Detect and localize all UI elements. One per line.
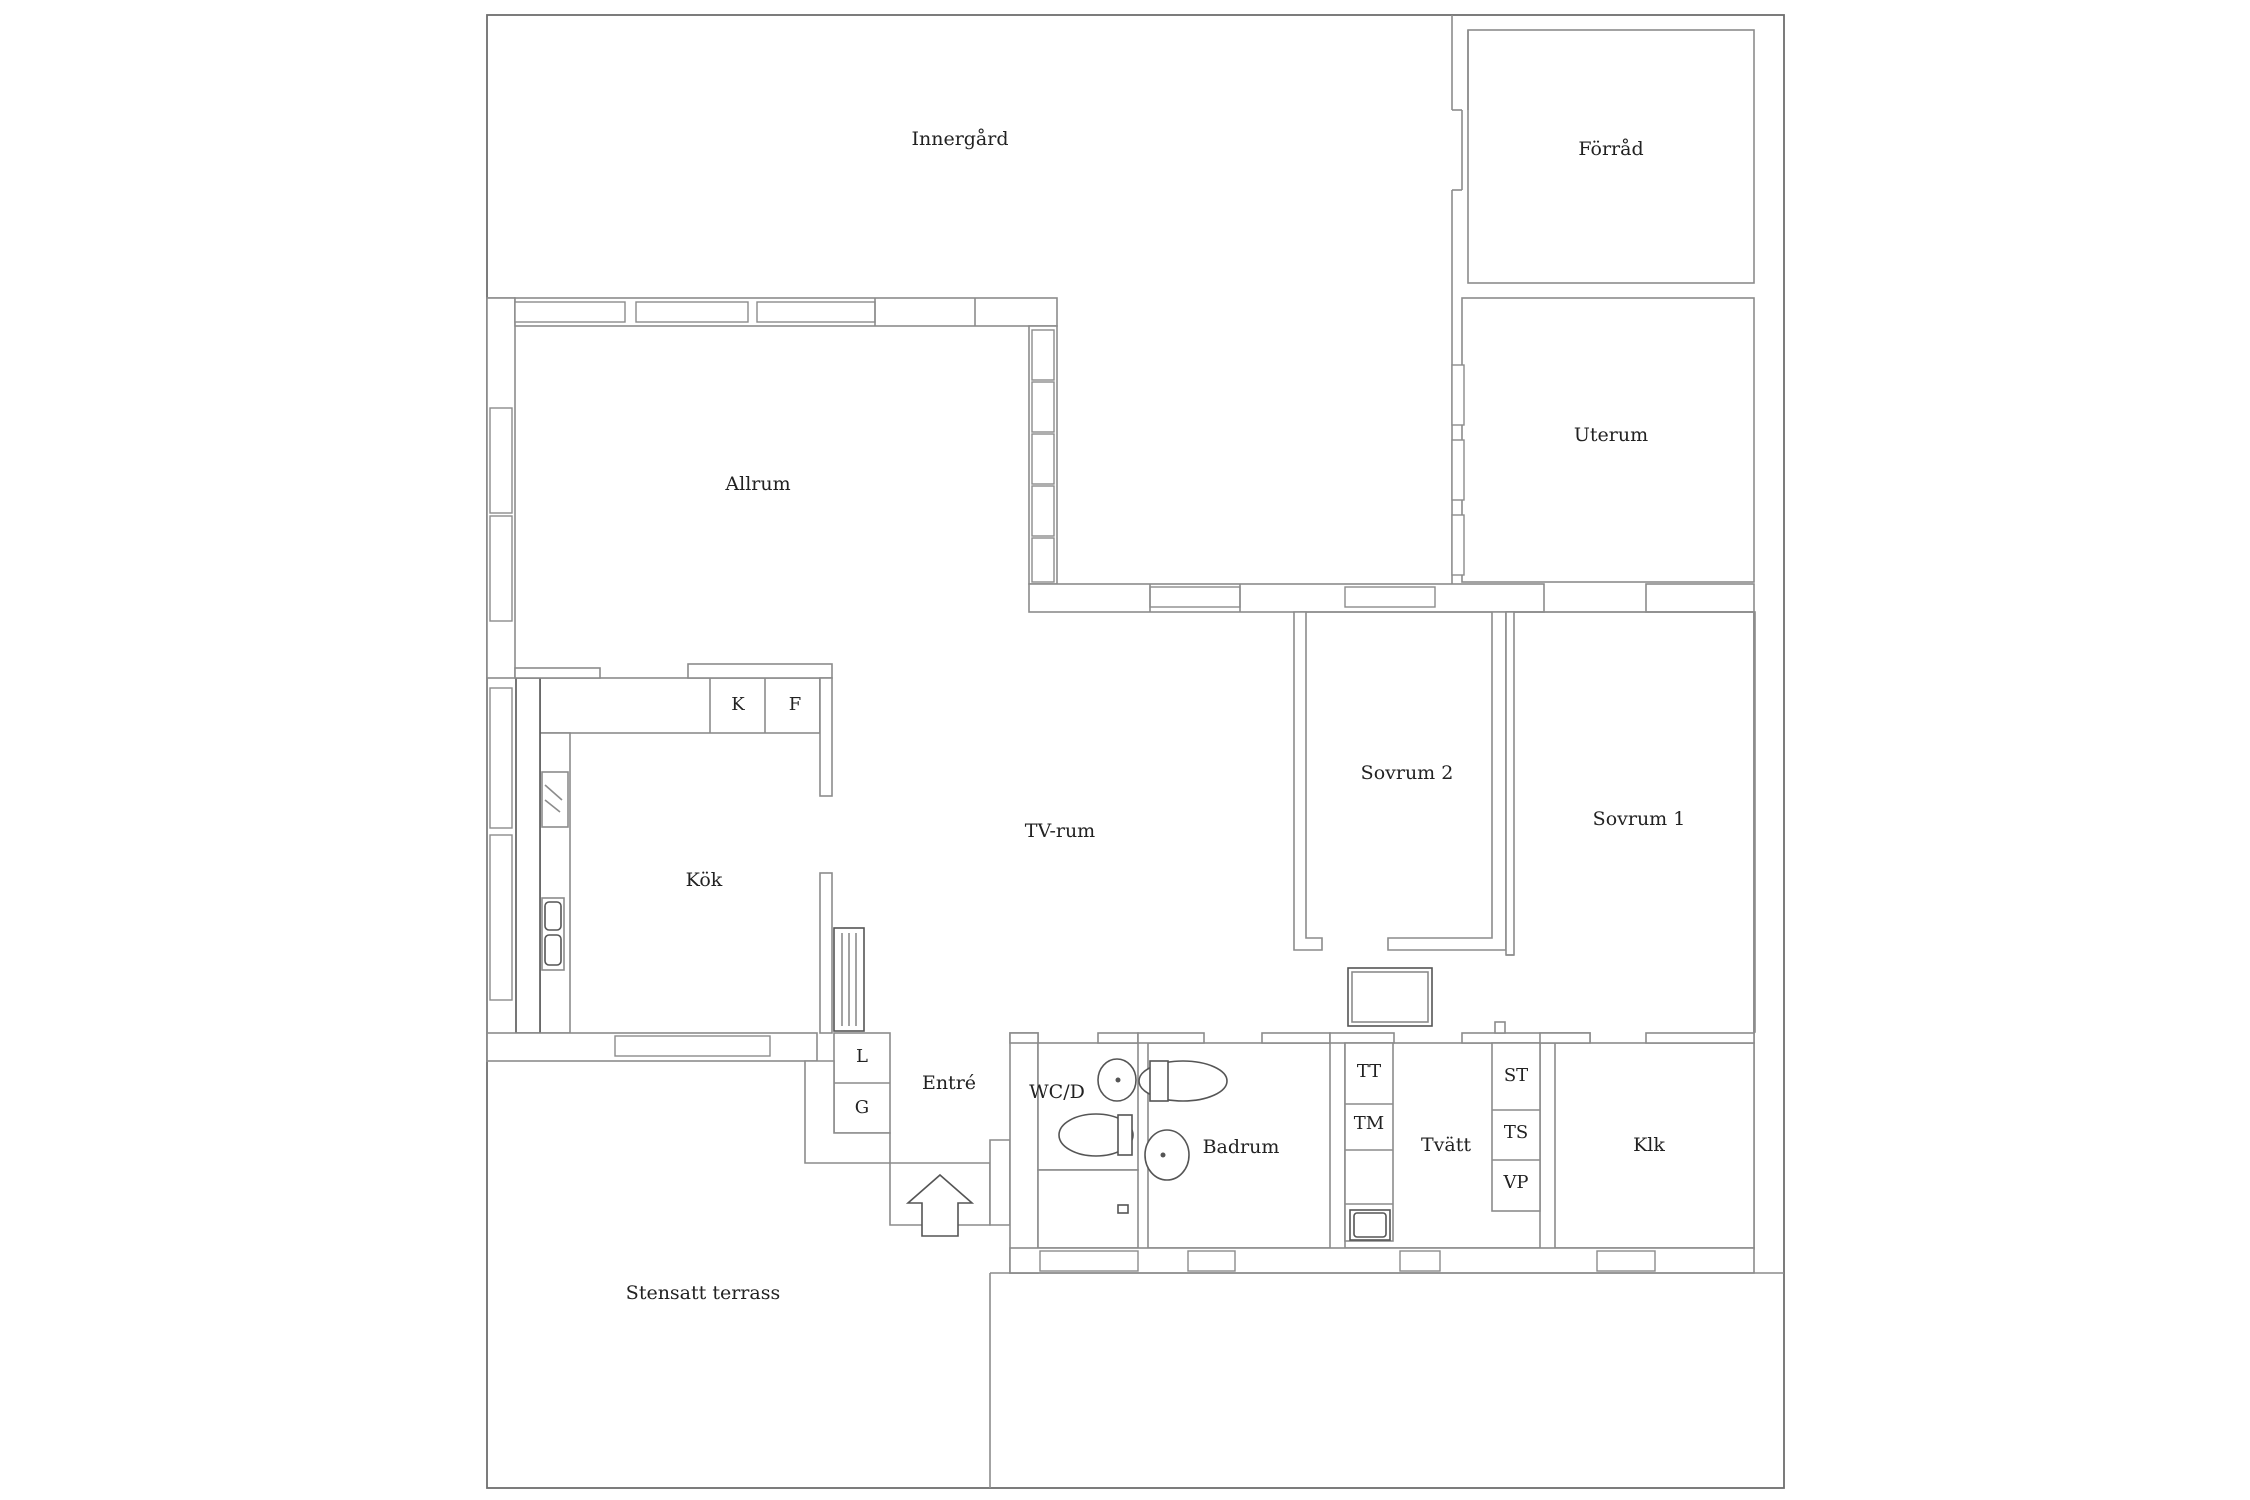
room-label-kok: Kök [686, 869, 723, 891]
room-label-entre: Entré [922, 1072, 976, 1094]
radiator [833, 927, 865, 1032]
sunroom [1451, 297, 1755, 583]
appliance-label-k: K [731, 694, 745, 715]
bathroom [1137, 1032, 1331, 1249]
room-label-sovrum2: Sovrum 2 [1361, 762, 1454, 784]
room-label-badrum: Badrum [1203, 1136, 1280, 1158]
room-label-terrass: Stensatt terrass [626, 1282, 780, 1304]
room-label-klk: Klk [1633, 1134, 1665, 1156]
corridor-wall [1028, 583, 1755, 613]
storage-room [1467, 29, 1755, 284]
bedroom-1 [1505, 611, 1755, 1032]
appliance-label-l: L [856, 1046, 868, 1067]
appliance-label-f: F [789, 694, 802, 715]
appliance-label-st: ST [1504, 1065, 1528, 1086]
room-label-innergard: Innergård [911, 128, 1008, 150]
entrance-arrow-icon [905, 1173, 975, 1237]
room-label-forrad: Förråd [1578, 138, 1643, 160]
entrance [804, 1032, 1039, 1274]
living-room-walls [486, 297, 1058, 679]
closet-room [1539, 1032, 1755, 1249]
room-label-uterum: Uterum [1574, 424, 1648, 446]
appliance-label-g: G [855, 1097, 869, 1118]
appliance-label-tt: TT [1357, 1061, 1381, 1082]
room-label-sovrum1: Sovrum 1 [1593, 808, 1686, 830]
laundry-room [1329, 967, 1591, 1249]
kitchen [486, 663, 833, 1062]
appliance-label-ts: TS [1504, 1122, 1528, 1143]
room-label-tvatt: Tvätt [1421, 1134, 1471, 1156]
room-label-tvrum: TV-rum [1025, 820, 1095, 842]
room-label-wcd: WC/D [1029, 1081, 1085, 1103]
appliance-label-vp: VP [1502, 1172, 1528, 1193]
room-label-allrum: Allrum [724, 473, 790, 495]
bottom-exterior-wall [989, 1247, 1784, 1488]
appliance-label-tm: TM [1354, 1113, 1384, 1134]
wc-shower-room [1037, 1032, 1139, 1249]
